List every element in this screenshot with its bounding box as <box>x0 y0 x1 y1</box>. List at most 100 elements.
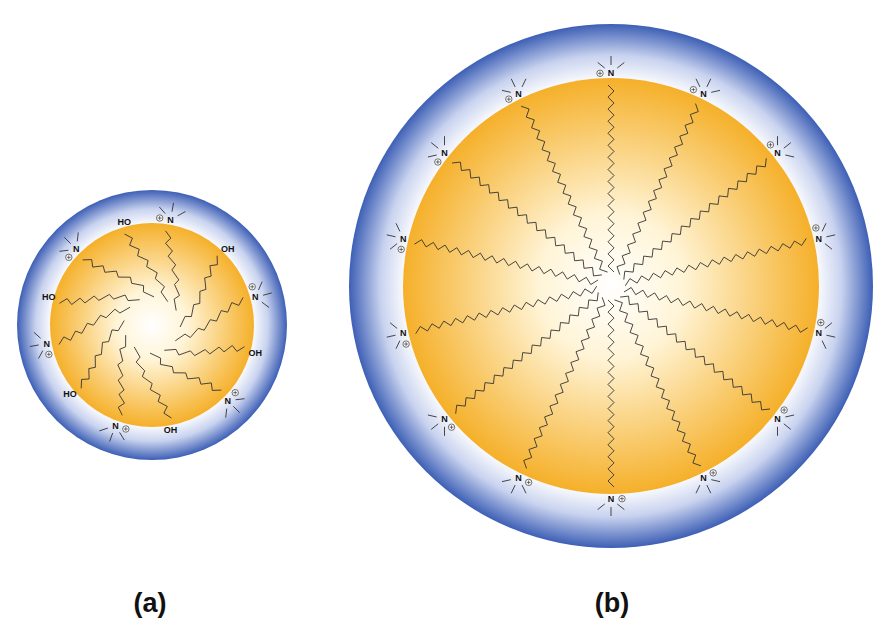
bond-line <box>48 352 49 356</box>
bond-line <box>428 415 437 417</box>
alkyl-chain <box>81 321 124 389</box>
ammonium-atom: N <box>774 414 781 423</box>
bond-line <box>711 90 720 92</box>
panel-label: (a) <box>134 590 167 617</box>
bond-line <box>99 428 108 431</box>
bond-line <box>172 203 174 212</box>
bond-line <box>508 97 509 101</box>
bond-line <box>236 399 245 400</box>
bond-line <box>178 212 186 216</box>
bond-line <box>511 79 515 87</box>
bond-line <box>822 223 826 231</box>
positive-charge <box>781 407 787 413</box>
bond-line <box>451 425 452 429</box>
bond-line <box>611 507 612 516</box>
bond-line <box>777 427 778 436</box>
alkyl-chain <box>452 162 602 276</box>
positive-charge <box>46 351 52 357</box>
ammonium-atom: N <box>400 234 407 243</box>
bond-line <box>711 480 720 482</box>
bond-line <box>707 79 711 87</box>
bond-line <box>406 342 407 346</box>
bond-line <box>820 321 821 325</box>
bond-line <box>396 223 400 231</box>
alkyl-chain <box>134 347 171 418</box>
hydroxyl-group: OH <box>164 426 178 435</box>
alkyl-chain <box>164 346 244 356</box>
positive-charge <box>619 495 625 501</box>
bond-line <box>528 480 529 484</box>
alkyl-chain <box>608 300 614 487</box>
bond-line <box>30 345 39 347</box>
bond-line <box>390 323 397 329</box>
bond-line <box>784 424 791 430</box>
positive-charge <box>398 246 404 252</box>
ammonium-atom: N <box>774 149 781 158</box>
bond-line <box>825 323 832 329</box>
bond-line <box>611 56 612 65</box>
bond-line <box>444 136 445 145</box>
ammonium-atom: N <box>43 339 50 348</box>
positive-charge <box>767 142 773 148</box>
ammonium-atom: N <box>815 234 822 243</box>
alkyl-chain <box>125 234 168 302</box>
bond-line <box>390 244 397 250</box>
ammonium-atom: N <box>252 293 259 302</box>
alkyl-chain <box>180 256 217 327</box>
alkyl-chain <box>60 294 140 304</box>
bond-line <box>437 160 438 164</box>
bond-line <box>617 504 624 510</box>
bond-line <box>815 226 816 230</box>
alkyl-chain <box>624 158 767 279</box>
panel-label: (b) <box>595 590 629 617</box>
hydroxyl-group: HO <box>42 293 56 302</box>
bond-line <box>226 409 227 418</box>
positive-charge <box>123 426 129 432</box>
ammonium-atom: N <box>112 421 119 430</box>
ammonium-atom: N <box>700 90 707 99</box>
alkyl-chain <box>150 353 221 390</box>
bond-line <box>59 250 68 251</box>
hydroxyl-group: HO <box>118 217 132 226</box>
bond-line <box>826 335 835 337</box>
bond-line <box>387 235 396 237</box>
hydroxyl-group: OH <box>221 245 235 254</box>
bond-line <box>159 207 165 214</box>
bond-line <box>598 504 605 510</box>
bond-line <box>259 282 263 290</box>
bond-line <box>120 432 125 440</box>
ammonium-atom: N <box>515 90 522 99</box>
ammonium-atom: N <box>608 69 615 78</box>
alkyl-chain <box>414 240 598 285</box>
bond-line <box>770 143 771 147</box>
positive-charge <box>249 284 255 290</box>
bond-line <box>444 427 445 436</box>
positive-charge <box>710 470 716 476</box>
bond-line <box>401 247 402 251</box>
alkyl-chain <box>608 85 614 272</box>
ammonium-atom: N <box>224 396 231 405</box>
shell-b <box>349 24 873 548</box>
positive-charge <box>66 254 72 260</box>
positive-charge <box>525 479 531 485</box>
ammonium-atom: N <box>441 414 448 423</box>
ammonium-atom: N <box>167 215 174 224</box>
bond-line <box>502 480 511 482</box>
bond-line <box>511 485 515 493</box>
bond-line <box>696 79 700 87</box>
positive-charge <box>597 70 603 76</box>
ammonium-atom: N <box>700 473 707 482</box>
bond-line <box>396 341 400 349</box>
bond-line <box>826 235 835 237</box>
alkyl-chains <box>30 56 835 516</box>
alkyl-chain <box>620 296 770 410</box>
alkyl-chain <box>625 238 806 285</box>
bond-line <box>262 302 269 307</box>
bond-line <box>431 143 438 149</box>
ammonium-atom: N <box>73 245 80 254</box>
alkyl-chain <box>624 288 808 333</box>
ammonium-atom: N <box>441 149 448 158</box>
alkyl-chain <box>614 300 701 466</box>
bond-line <box>822 341 826 349</box>
